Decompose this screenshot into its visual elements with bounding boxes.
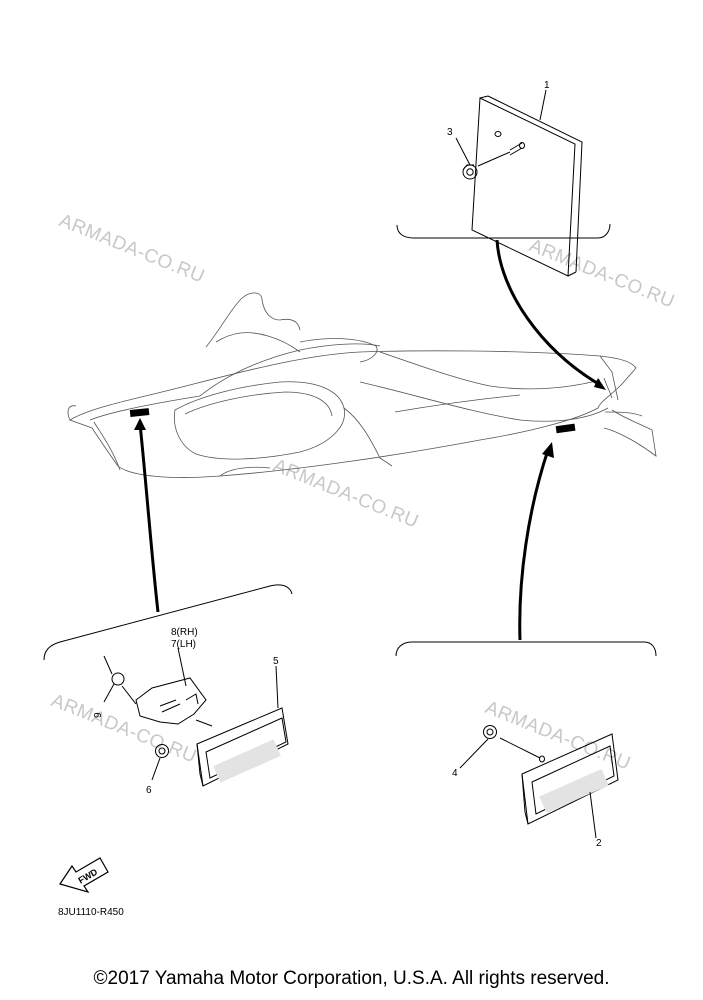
fwd-arrow: FWD: [59, 857, 109, 894]
callout-8: 8(RH): [171, 627, 198, 638]
detail-frame-right: [395, 442, 657, 839]
callout-3: 3: [447, 127, 453, 138]
callout-4: 4: [452, 768, 458, 779]
watermark-5: ARMADA-CO.RU: [482, 697, 633, 774]
callout-9: 9: [93, 712, 104, 718]
copyright-notice: ©2017 Yamaha Motor Corporation, U.S.A. A…: [93, 968, 610, 989]
callout-7: 7(LH): [171, 639, 196, 650]
rear-reflector-spot: [555, 423, 576, 434]
front-reflector-spot: [129, 408, 150, 418]
callout-2: 2: [596, 838, 602, 849]
watermark-3: ARMADA-CO.RU: [270, 455, 421, 532]
parts-diagram: ARMADA-CO.RU ARMADA-CO.RU ARMADA-CO.RU A…: [43, 80, 678, 918]
callout-5: 5: [273, 656, 279, 667]
watercraft-outline: [67, 292, 657, 478]
watermark-1: ARMADA-CO.RU: [56, 210, 207, 287]
detail-frame-top: [396, 89, 611, 390]
watermark-2: ARMADA-CO.RU: [526, 235, 677, 312]
callout-1: 1: [544, 80, 550, 91]
watermark-4: ARMADA-CO.RU: [48, 690, 199, 767]
callout-6: 6: [146, 785, 152, 796]
diagram-code: 8JU1110-R450: [58, 907, 124, 918]
detail-frame-left: [43, 418, 293, 787]
